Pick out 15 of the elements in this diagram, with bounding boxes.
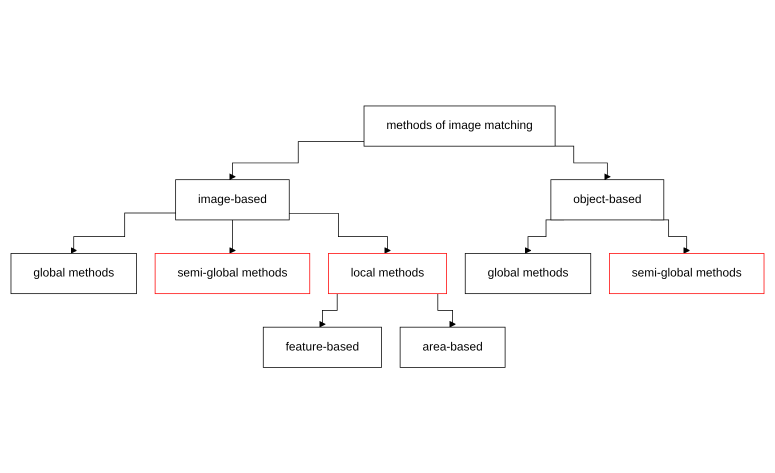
tree-diagram: methods of image matching image-based object-based global methods semi-global methods local methods feature-based area-based global methods semi-global methods: [5, 100, 770, 374]
node-box: [328, 252, 447, 294]
arrow: [229, 219, 236, 254]
node-box: [154, 252, 310, 294]
arrow: [229, 141, 364, 180]
node-box: [464, 252, 592, 294]
arrow: [288, 212, 391, 254]
node-box: [550, 179, 664, 220]
node-box: [175, 179, 290, 220]
node-box: [364, 105, 556, 146]
arrow: [70, 212, 176, 254]
node-box: [10, 252, 137, 294]
node-box: [609, 252, 764, 294]
node-box: [262, 326, 382, 368]
node-box: [400, 326, 506, 368]
